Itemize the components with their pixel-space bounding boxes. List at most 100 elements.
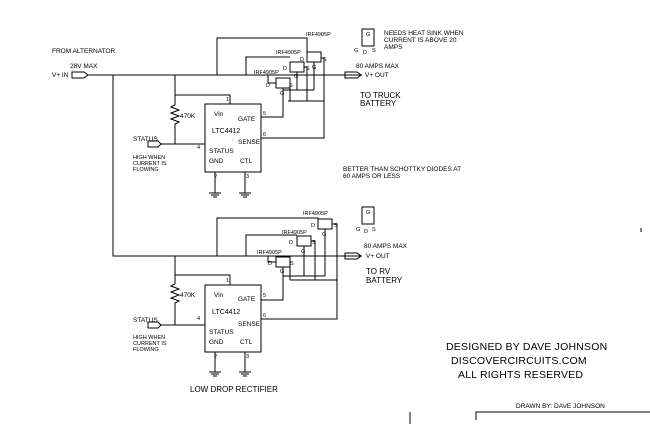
gate-wire [260,62,315,118]
source-wire [290,223,338,281]
svg-text:5: 5 [263,111,266,117]
svg-text:G: G [294,74,298,80]
output-terminal [344,71,362,79]
pullup-resistor [169,275,181,325]
svg-text:6: 6 [263,313,266,319]
svg-text:2: 2 [214,174,217,180]
input-terminal [71,71,89,79]
mosfet-package-icon: G G D S [356,206,376,235]
resistor-value: 470K [180,113,196,120]
svg-text:Vin: Vin [214,111,224,118]
sense-wire [260,280,338,320]
sense-wire [260,101,325,139]
svg-text:CTL: CTL [240,158,253,165]
drain-wire [245,234,297,256]
drain-wire [267,75,276,84]
svg-text:S: S [306,66,310,72]
ltc4412-ic: Vin GATE LTC4412 SENSE STATUS GND CTL 1 … [197,97,266,180]
ltc4412-ic: Vin GATE LTC4412 SENSE STATUS GND CTL 1 … [197,278,266,360]
output-terminal-label: V+ OUT [366,253,390,260]
svg-text:IRF4905P: IRF4905P [254,70,279,76]
svg-text:3: 3 [246,354,249,360]
svg-text:6: 6 [263,132,266,138]
source-wire [311,240,316,280]
svg-text:G: G [280,269,284,275]
svg-text:G: G [322,232,326,238]
resistor-value: 470K [180,292,196,299]
svg-text:GND: GND [209,339,224,346]
output-terminal [344,252,362,260]
svg-text:5: 5 [263,293,266,299]
svg-text:D: D [311,223,315,229]
svg-text:IRF4905P: IRF4905P [257,250,282,256]
svg-text:IRF4905P: IRF4905P [282,230,307,236]
ground-symbol [209,172,221,198]
ground-symbol [239,352,251,377]
source-wire [288,57,325,102]
input-terminal-label: V+ IN [52,72,69,79]
amps-max-label: 80 AMPS MAX [364,243,408,250]
status-terminal [147,321,162,329]
mosfet-q6: IRF4905P D S G [257,250,294,275]
svg-text:S: S [290,261,294,267]
svg-text:3: 3 [246,174,249,180]
status-terminal [147,140,162,148]
input-max-voltage-label: 28V MAX [70,63,98,70]
svg-text:GATE: GATE [238,116,256,123]
svg-text:2: 2 [214,354,217,360]
svg-text:S: S [289,83,293,89]
destination-label: TO TRUCK BATTERY [360,91,403,108]
title-block-frame [475,411,650,420]
channel-rv: IRF4905P D S G IRF4905P D S G IRF4905P D… [133,211,408,377]
svg-text:G: G [366,32,370,38]
amps-max-label: 80 AMPS MAX [356,63,400,70]
drain-wire [267,256,276,263]
ground-symbol [239,172,251,198]
svg-text:D: D [300,57,304,63]
svg-text:CTL: CTL [240,339,253,346]
status-label: STATUS [133,317,158,324]
output-terminal-label: V+ OUT [365,72,389,79]
svg-text:S: S [323,57,327,63]
pullup-resistor [169,95,181,144]
svg-text:4: 4 [197,316,200,322]
svg-text:SENSE: SENSE [238,139,261,146]
svg-text:STATUS: STATUS [209,148,234,155]
svg-text:D: D [268,261,272,267]
svg-text:IRF4905P: IRF4905P [303,211,328,217]
svg-text:GATE: GATE [238,296,256,303]
svg-text:D: D [364,229,368,235]
svg-text:LTC4412: LTC4412 [212,128,240,135]
svg-text:GND: GND [209,158,224,165]
schottky-note: BETTER THAN SCHOTTKY DIODES AT 60 AMPS O… [343,166,463,180]
svg-text:D: D [363,50,367,56]
channel-truck: IRF4905P D S G IRF4905P D S G IRF4905P D… [133,32,403,198]
drawn-by: DRAWN BY: DAVE JOHNSON [516,403,605,410]
svg-text:G: G [354,48,358,54]
input-bus-bottom [112,75,362,257]
svg-text:1: 1 [226,97,229,103]
svg-text:S: S [372,227,376,233]
heat-sink-note: NEEDS HEAT SINK WHEN CURRENT IS ABOVE 20… [384,30,465,51]
svg-text:4: 4 [197,145,200,151]
mosfet-q5: IRF4905P D S G [282,230,316,255]
vin-wire [174,256,231,285]
from-alternator-label: FROM ALTERNATOR [52,48,116,55]
svg-text:LTC4412: LTC4412 [212,309,240,316]
svg-text:SENSE: SENSE [238,321,261,328]
vin-wire [174,75,231,104]
svg-text:G: G [356,227,360,233]
drain-wire [245,56,290,75]
site-name: DISCOVERCIRCUITS.COM [451,355,587,367]
svg-text:D: D [266,83,270,89]
svg-text:Vin: Vin [214,292,224,299]
gate-wire [260,229,326,301]
rights-notice: ALL RIGHTS RESERVED [458,369,583,381]
svg-text:STATUS: STATUS [209,329,234,336]
status-note: HIGH WHEN CURRENT IS FLOWING [133,335,168,353]
designed-by: DESIGNED BY DAVE JOHNSON [446,341,607,353]
ground-symbol [209,352,221,377]
svg-text:D: D [283,66,287,72]
svg-text:S: S [372,48,376,54]
destination-label: TO RV BATTERY [366,267,403,285]
